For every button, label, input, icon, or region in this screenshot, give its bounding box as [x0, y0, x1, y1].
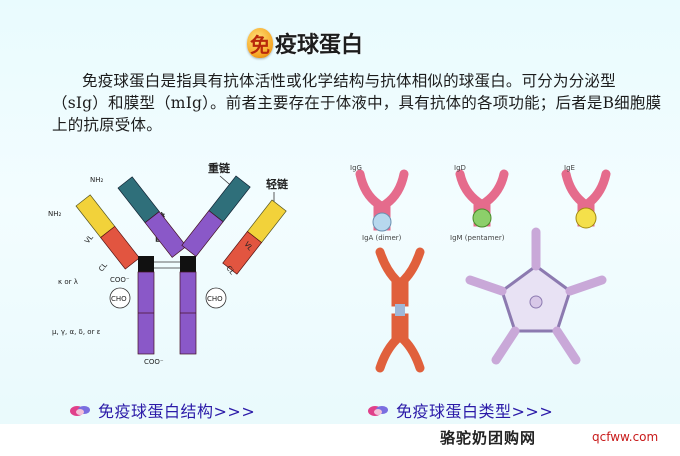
structure-caption-text: 免疫球蛋白结构>>>: [98, 398, 255, 422]
antibody-swirl-icon: [68, 402, 94, 418]
right-vh-domain: [209, 176, 250, 222]
left-cl-label: CL: [97, 261, 109, 273]
intro-paragraph: 免疫球蛋白是指具有抗体活性或化学结构与抗体相似的球蛋白。可分为分泌型（sIg）和…: [52, 70, 662, 136]
left-ch1-domain: [145, 212, 186, 258]
igd-molecule: [460, 174, 504, 227]
left-hinge: [138, 256, 154, 272]
iga-label: IgA (dimer): [362, 234, 402, 242]
coo-label-left: COO⁻: [110, 276, 130, 284]
igg-label: IgG: [350, 164, 362, 172]
nh2-label-top: NH₂: [90, 176, 104, 184]
right-cho-label: CHO: [207, 295, 223, 303]
types-caption-text: 免疫球蛋白类型>>>: [396, 398, 553, 422]
heavy-types-label: μ, γ, α, δ, or ε: [52, 328, 101, 336]
structure-caption-link[interactable]: 免疫球蛋白结构>>>: [68, 398, 255, 422]
antibody-types-diagram: IgG IgD IgE IgA (dimer) IgM (pentamer): [340, 160, 640, 375]
light-chain-label: 轻链: [266, 177, 289, 191]
footer-url[interactable]: qcfww.com: [592, 430, 658, 444]
title-badge: 免: [247, 28, 273, 58]
ige-molecule: [566, 174, 606, 228]
footer-bar: [0, 424, 680, 456]
kappa-lambda-label: κ or λ: [58, 278, 78, 286]
ige-label: IgE: [564, 164, 575, 172]
left-vh-domain: [118, 177, 159, 223]
coo-label-bottom: COO⁻: [144, 358, 164, 366]
antibody-swirl-icon: [366, 402, 392, 418]
right-ch1-domain: [182, 211, 223, 257]
heavy-chain-label: 重链: [208, 161, 231, 175]
antibody-structure-diagram: 铰链区 重链 轻链 VL CL VL CL CHO CHO NH₂ NH₂ CO…: [40, 158, 300, 373]
types-caption-link[interactable]: 免疫球蛋白类型>>>: [366, 398, 553, 422]
igd-label: IgD: [454, 164, 466, 172]
right-hinge: [180, 256, 196, 272]
page-title: 免 疫球蛋白: [247, 24, 363, 62]
left-vl-label: VL: [83, 233, 95, 245]
nh2-label-left: NH₂: [48, 210, 62, 218]
iga-molecule: [380, 252, 420, 368]
footer-site-name: 骆驼奶团购网: [440, 427, 536, 448]
igg-molecule: [360, 174, 404, 231]
left-cl-domain: [101, 226, 140, 269]
left-cho-label: CHO: [111, 295, 127, 303]
title-text: 疫球蛋白: [275, 27, 363, 59]
igm-label: IgM (pentamer): [450, 234, 505, 242]
igm-molecule: [470, 232, 602, 360]
